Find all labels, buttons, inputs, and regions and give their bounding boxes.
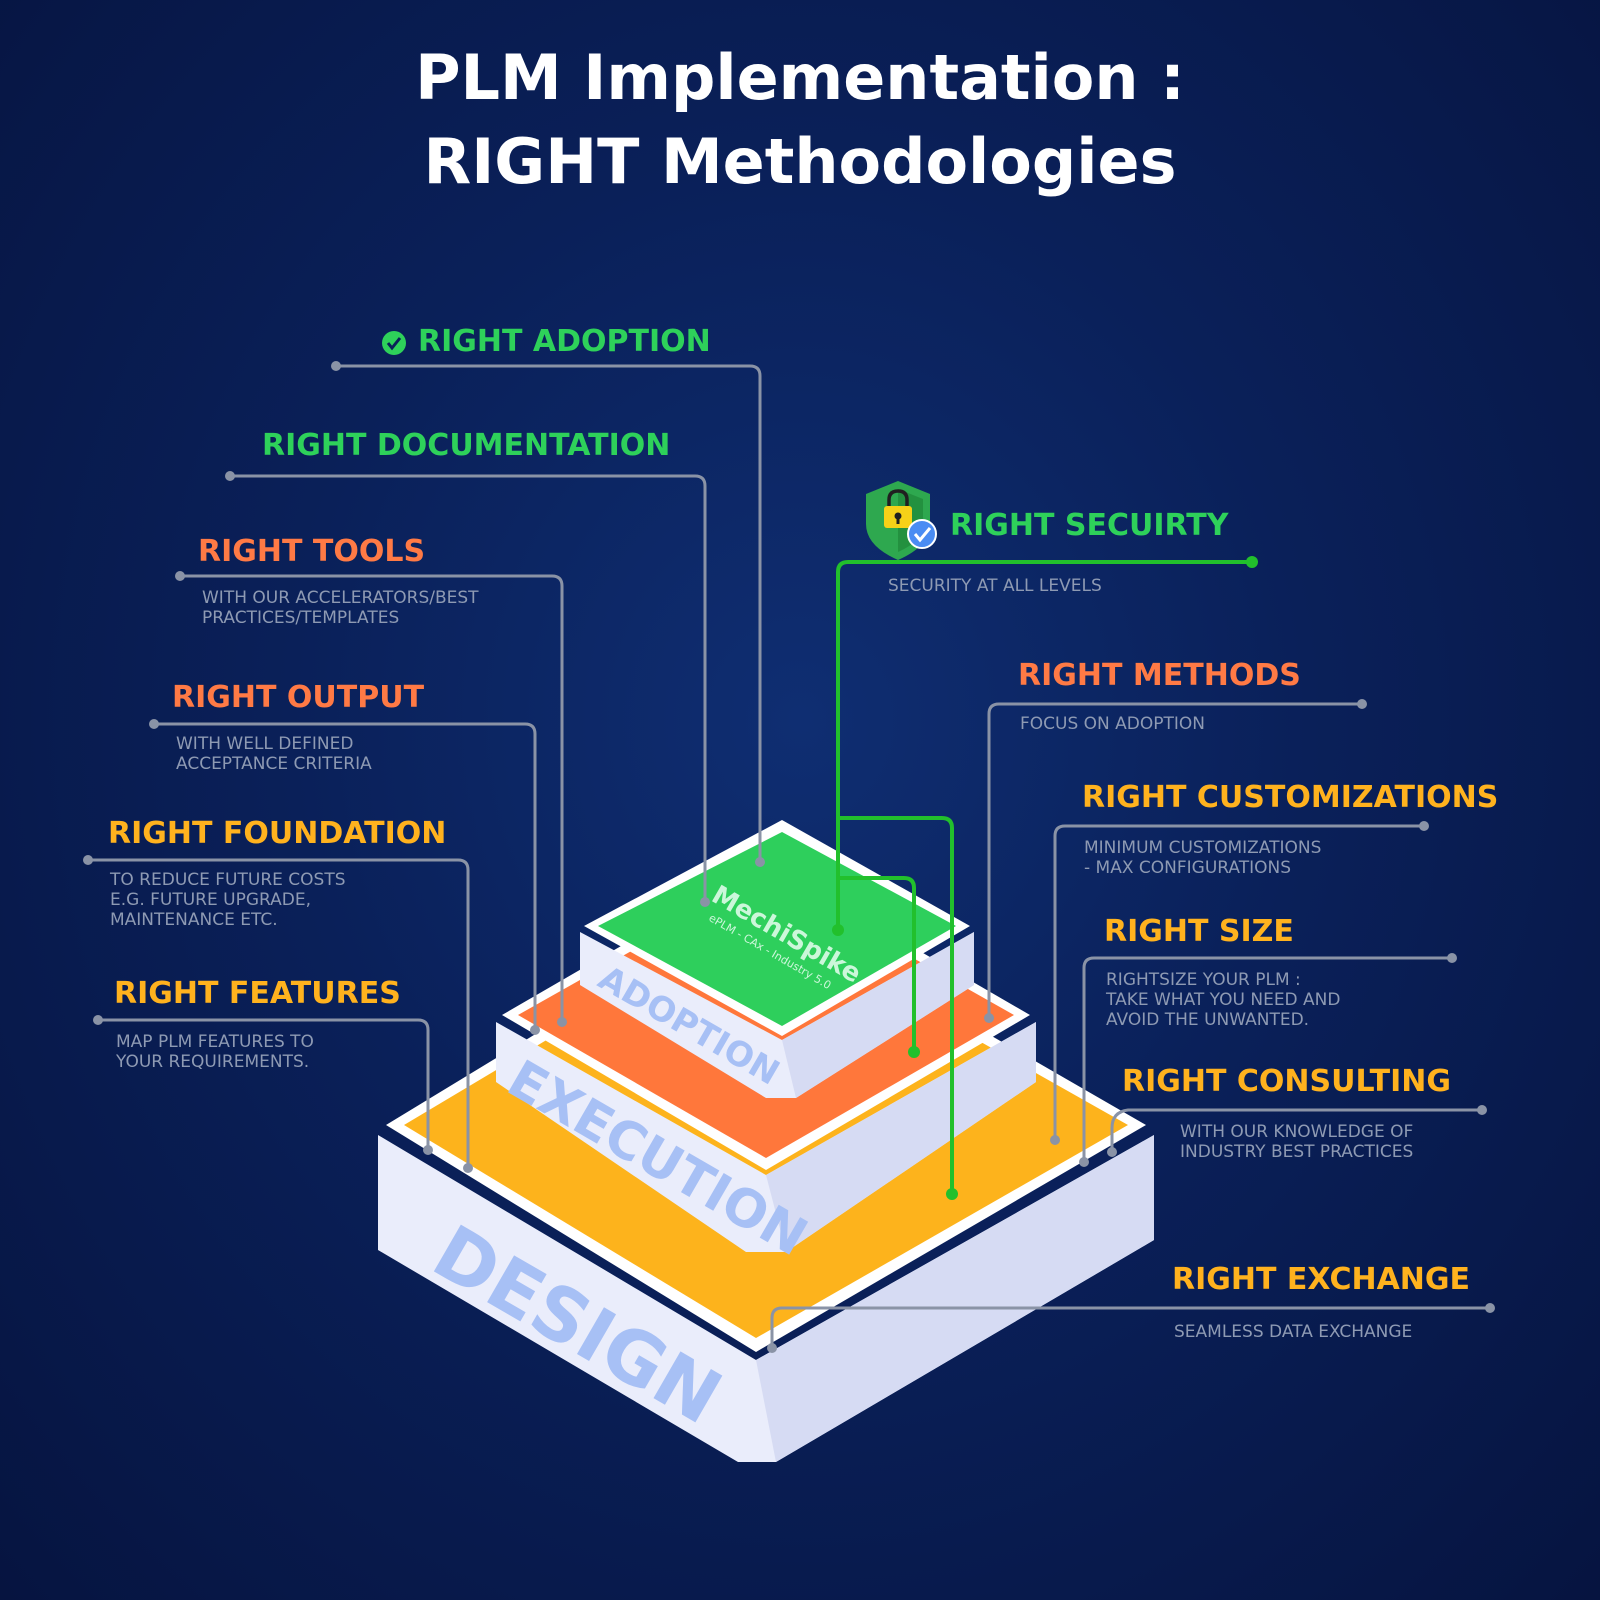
dot bbox=[908, 1046, 920, 1058]
label-right-tools: RIGHT TOOLS bbox=[198, 534, 426, 569]
shield-lock-icon bbox=[866, 481, 937, 560]
dot bbox=[530, 1025, 540, 1035]
desc-right-size-1: RIGHTSIZE YOUR PLM : bbox=[1106, 970, 1301, 990]
dot bbox=[1419, 821, 1429, 831]
dot bbox=[83, 855, 93, 865]
connector-tools bbox=[180, 574, 564, 1022]
dot bbox=[1107, 1147, 1117, 1157]
label-right-output: RIGHT OUTPUT bbox=[172, 680, 425, 715]
design-layer-side-shade bbox=[756, 1135, 1154, 1462]
desc-right-consulting-2: INDUSTRY BEST PRACTICES bbox=[1180, 1142, 1414, 1162]
connector-foundation bbox=[88, 858, 470, 1168]
adoption-layer-side-shade bbox=[782, 932, 974, 1098]
desc-right-customizations-2: - MAX CONFIGURATIONS bbox=[1084, 858, 1291, 878]
execution-layer-side-shade bbox=[766, 1022, 1036, 1252]
title-line-1: PLM Implementation : bbox=[415, 41, 1185, 114]
dot bbox=[225, 471, 235, 481]
desc-right-consulting-1: WITH OUR KNOWLEDGE OF bbox=[1180, 1122, 1414, 1142]
label-right-customizations: RIGHT CUSTOMIZATIONS bbox=[1082, 780, 1499, 815]
connector-security bbox=[836, 560, 1252, 930]
desc-right-features-2: YOUR REQUIREMENTS. bbox=[116, 1052, 310, 1072]
dot bbox=[755, 857, 765, 867]
dot bbox=[946, 1188, 958, 1200]
label-right-adoption: RIGHT ADOPTION bbox=[418, 324, 711, 359]
label-right-exchange: RIGHT EXCHANGE bbox=[1172, 1262, 1471, 1297]
dot bbox=[423, 1145, 433, 1155]
adoption-layer-surface bbox=[598, 832, 956, 1026]
dot bbox=[767, 1343, 777, 1353]
desc-right-customizations-1: MINIMUM CUSTOMIZATIONS bbox=[1084, 838, 1322, 858]
dot bbox=[1477, 1105, 1487, 1115]
desc-right-features-1: MAP PLM FEATURES TO bbox=[116, 1032, 314, 1052]
connector-documentation bbox=[230, 474, 707, 902]
desc-right-size-3: AVOID THE UNWANTED. bbox=[1106, 1010, 1310, 1030]
connector-exchange bbox=[770, 1306, 1490, 1348]
dot bbox=[1050, 1135, 1060, 1145]
label-right-security: RIGHT SECUIRTY bbox=[950, 508, 1229, 543]
left-connectors bbox=[88, 364, 762, 1168]
left-connector-dots bbox=[83, 361, 765, 1173]
connector-security-branch-2 bbox=[838, 876, 916, 1052]
desc-right-exchange-1: SEAMLESS DATA EXCHANGE bbox=[1174, 1322, 1413, 1342]
label-right-size: RIGHT SIZE bbox=[1104, 914, 1294, 949]
desc-right-security-1: SECURITY AT ALL LEVELS bbox=[888, 576, 1102, 596]
check-circle-icon bbox=[382, 331, 406, 355]
dot bbox=[1246, 556, 1258, 568]
desc-right-foundation-3: MAINTENANCE ETC. bbox=[110, 910, 278, 930]
dot bbox=[1079, 1157, 1089, 1167]
desc-right-tools-2: PRACTICES/TEMPLATES bbox=[202, 608, 400, 628]
security-connector-dots bbox=[832, 556, 1258, 1200]
label-right-features: RIGHT FEATURES bbox=[114, 976, 401, 1011]
label-right-methods: RIGHT METHODS bbox=[1018, 658, 1301, 693]
right-connector-dots bbox=[767, 699, 1495, 1353]
desc-right-tools-1: WITH OUR ACCELERATORS/BEST bbox=[202, 588, 479, 608]
connector-security-branch-1 bbox=[838, 816, 954, 1194]
dot bbox=[149, 719, 159, 729]
label-right-consulting: RIGHT CONSULTING bbox=[1122, 1064, 1452, 1099]
connector-consulting bbox=[1110, 1108, 1482, 1152]
desc-right-methods-1: FOCUS ON ADOPTION bbox=[1020, 714, 1206, 734]
dot bbox=[1357, 699, 1367, 709]
label-right-foundation: RIGHT FOUNDATION bbox=[108, 816, 447, 851]
connector-features bbox=[98, 1018, 430, 1150]
desc-right-foundation-2: E.G. FUTURE UPGRADE, bbox=[110, 890, 311, 910]
dot bbox=[700, 897, 710, 907]
connector-size bbox=[1082, 956, 1452, 1162]
dot bbox=[175, 571, 185, 581]
title-line-2: RIGHT Methodologies bbox=[423, 125, 1177, 198]
connector-output bbox=[154, 722, 537, 1030]
security-connectors bbox=[836, 560, 1252, 1194]
desc-right-output-1: WITH WELL DEFINED bbox=[176, 734, 354, 754]
dot bbox=[832, 924, 844, 936]
dot bbox=[331, 361, 341, 371]
label-right-documentation: RIGHT DOCUMENTATION bbox=[262, 428, 671, 463]
connector-adoption bbox=[336, 364, 762, 862]
desc-right-foundation-1: TO REDUCE FUTURE COSTS bbox=[110, 870, 346, 890]
desc-right-size-2: TAKE WHAT YOU NEED AND bbox=[1106, 990, 1341, 1010]
dot bbox=[1447, 953, 1457, 963]
dot bbox=[93, 1015, 103, 1025]
connector-customizations bbox=[1053, 824, 1424, 1140]
dot bbox=[1485, 1303, 1495, 1313]
desc-right-output-2: ACCEPTANCE CRITERIA bbox=[176, 754, 372, 774]
dot bbox=[984, 1013, 994, 1023]
dot bbox=[463, 1163, 473, 1173]
page-title: PLM Implementation : RIGHT Methodologies bbox=[0, 36, 1600, 204]
right-connectors bbox=[770, 702, 1490, 1348]
connector-methods bbox=[987, 702, 1362, 1018]
dot bbox=[557, 1017, 567, 1027]
